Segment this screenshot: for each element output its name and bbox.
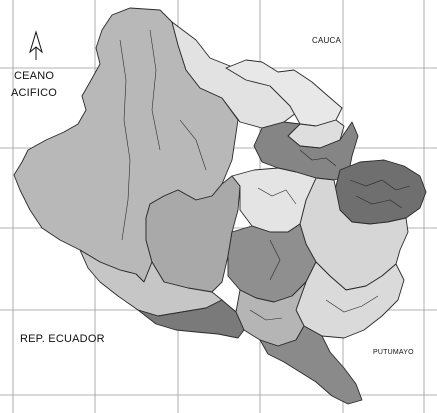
region-southwest: [79, 249, 223, 317]
label-putumayo: PUTUMAYO: [373, 349, 414, 356]
nariño-municipalities: [13, 7, 427, 405]
region-barbacoas-north: [225, 59, 343, 127]
north-arrow-icon: [29, 30, 43, 60]
region-north: [171, 21, 301, 129]
region-northeast-dark: [253, 121, 359, 181]
region-south-dark-strip: [137, 299, 245, 339]
label-ecuador: REP. ECUADOR: [20, 333, 105, 345]
region-southern-tail: [259, 325, 363, 405]
label-cauca: CAUCA: [312, 36, 341, 45]
label-ocean-line1: CEANO: [14, 70, 54, 82]
municipal-borders: [119, 29, 411, 321]
region-east-dark: [333, 159, 427, 225]
label-ocean-line2: ACIFICO: [11, 87, 57, 99]
